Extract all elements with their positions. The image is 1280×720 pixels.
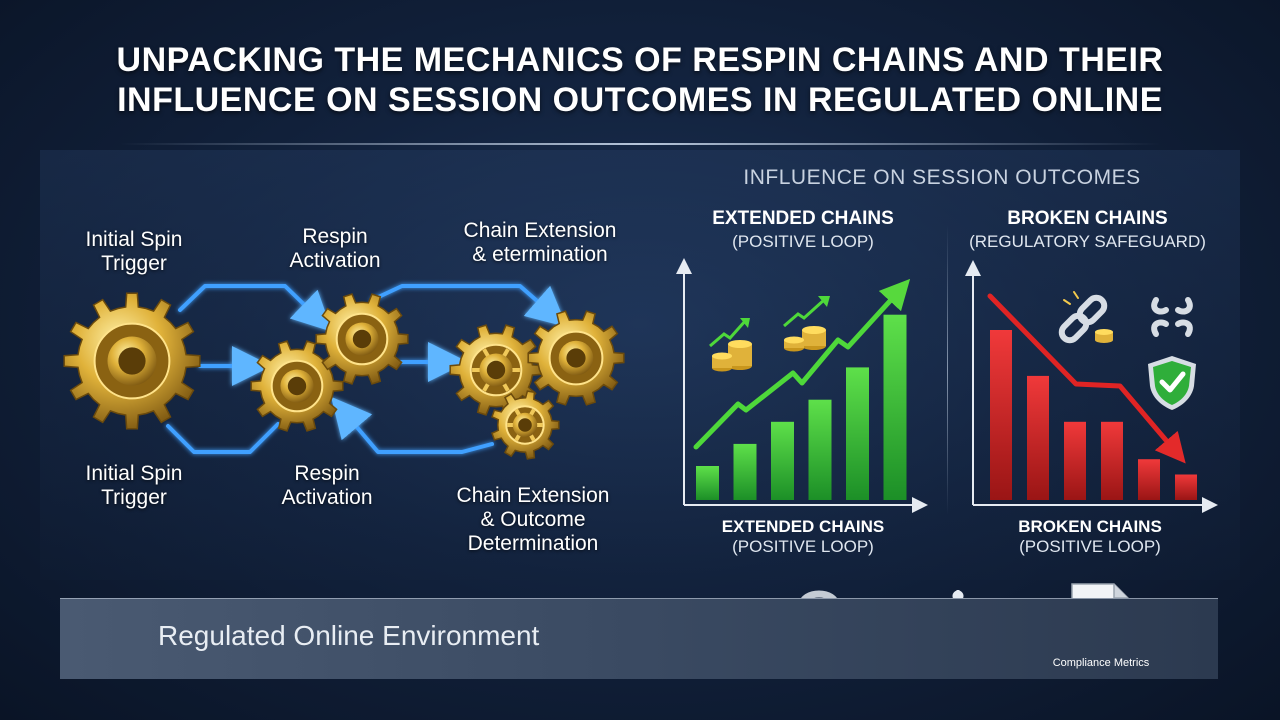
label-top-chain-extension: Chain Extension & etermination (440, 219, 640, 267)
broken-chart-axes (965, 260, 1218, 513)
gear-respin-small (250, 340, 344, 432)
flow-arrows (166, 284, 568, 454)
extended-chains-subtitle: (POSITIVE LOOP) (732, 232, 874, 251)
label-line: Determination (467, 532, 599, 555)
broken-bar (1064, 421, 1086, 500)
coin-stack-growth-icon (783, 296, 830, 352)
label-line: Activation (281, 486, 373, 509)
page-title: UNPACKING THE MECHANICS OF RESPIN CHAINS… (0, 40, 1280, 120)
extended-bar (771, 421, 794, 500)
outcomes-heading: INFLUENCE ON SESSION OUTCOMES (743, 166, 1141, 189)
label-line: Trigger (101, 252, 167, 275)
gear-chain-left (449, 324, 543, 416)
label-line: Activation (289, 249, 381, 272)
extended-trend-arrow (693, 278, 911, 450)
arrow-bot-1 (166, 422, 280, 454)
gear-chain-right (527, 310, 625, 406)
broken-link-icon (1151, 297, 1193, 337)
label-line: Respin (302, 225, 368, 248)
broken-bar (1175, 474, 1197, 500)
broken-chains-title: BROKEN CHAINS (1007, 208, 1168, 229)
extended-bars (696, 314, 907, 500)
broken-bar (990, 330, 1012, 500)
extended-bar (696, 466, 719, 500)
gears-group (63, 292, 625, 460)
extended-bar (733, 443, 757, 500)
broken-chains-footer-subtitle: (POSITIVE LOOP) (1019, 537, 1161, 556)
gear-respin (315, 293, 409, 385)
broken-bar (1138, 459, 1160, 500)
title-line-2: INFLUENCE ON SESSION OUTCOMES IN REGULAT… (117, 81, 1163, 119)
broken-bar (1027, 375, 1049, 500)
broken-link-icon (1058, 291, 1113, 344)
extended-chains-title: EXTENDED CHAINS (712, 208, 894, 229)
label-line: Trigger (101, 486, 167, 509)
broken-chains-subtitle: (REGULATORY SAFEGUARD) (969, 232, 1206, 251)
extended-bar (808, 399, 832, 500)
extended-bar (846, 367, 869, 500)
label-line: Initial Spin (85, 228, 183, 251)
label-top-respin-activation: Respin Activation (260, 225, 410, 273)
broken-bar (1101, 421, 1123, 500)
broken-trend-arrow (987, 293, 1186, 464)
label-line: Initial Spin (85, 462, 183, 485)
label-bottom-respin-activation: Respin Activation (252, 462, 402, 510)
label-bottom-chain-extension: Chain Extension & Outcome Determination (433, 484, 633, 556)
title-line-1: UNPACKING THE MECHANICS OF RESPIN CHAINS… (116, 41, 1164, 79)
gear-chain-bottom (491, 390, 560, 460)
footer-bar (60, 598, 1218, 679)
arrow-top-2 (370, 284, 568, 328)
extended-chains-footer-subtitle: (POSITIVE LOOP) (732, 537, 874, 556)
footer-label: Regulated Online Environment (158, 620, 540, 651)
label-line: & Outcome (480, 508, 586, 531)
arrow-top-1 (178, 284, 333, 332)
extended-chart-axes (676, 258, 928, 513)
shield-check-icon (1148, 356, 1196, 410)
outcomes-divider (947, 225, 948, 515)
label-line: Respin (294, 462, 360, 485)
label-line: & etermination (472, 243, 608, 266)
coin-stack-growth-icon (709, 318, 752, 372)
label-line: Chain Extension (463, 219, 617, 242)
label-top-initial-spin: Initial Spin Trigger (54, 228, 214, 276)
broken-chains-footer-title: BROKEN CHAINS (1018, 517, 1162, 536)
label-line: Chain Extension (456, 484, 610, 507)
broken-bars (990, 330, 1197, 500)
extended-bar (883, 314, 907, 500)
compliance-metrics-label: Compliance Metrics (1052, 657, 1150, 669)
arrow-bot-2 (331, 396, 494, 454)
extended-chains-footer-title: EXTENDED CHAINS (721, 517, 885, 536)
label-bottom-initial-spin: Initial Spin Trigger (54, 462, 214, 510)
gear-initial-spin (63, 292, 201, 430)
title-divider (120, 143, 1160, 145)
